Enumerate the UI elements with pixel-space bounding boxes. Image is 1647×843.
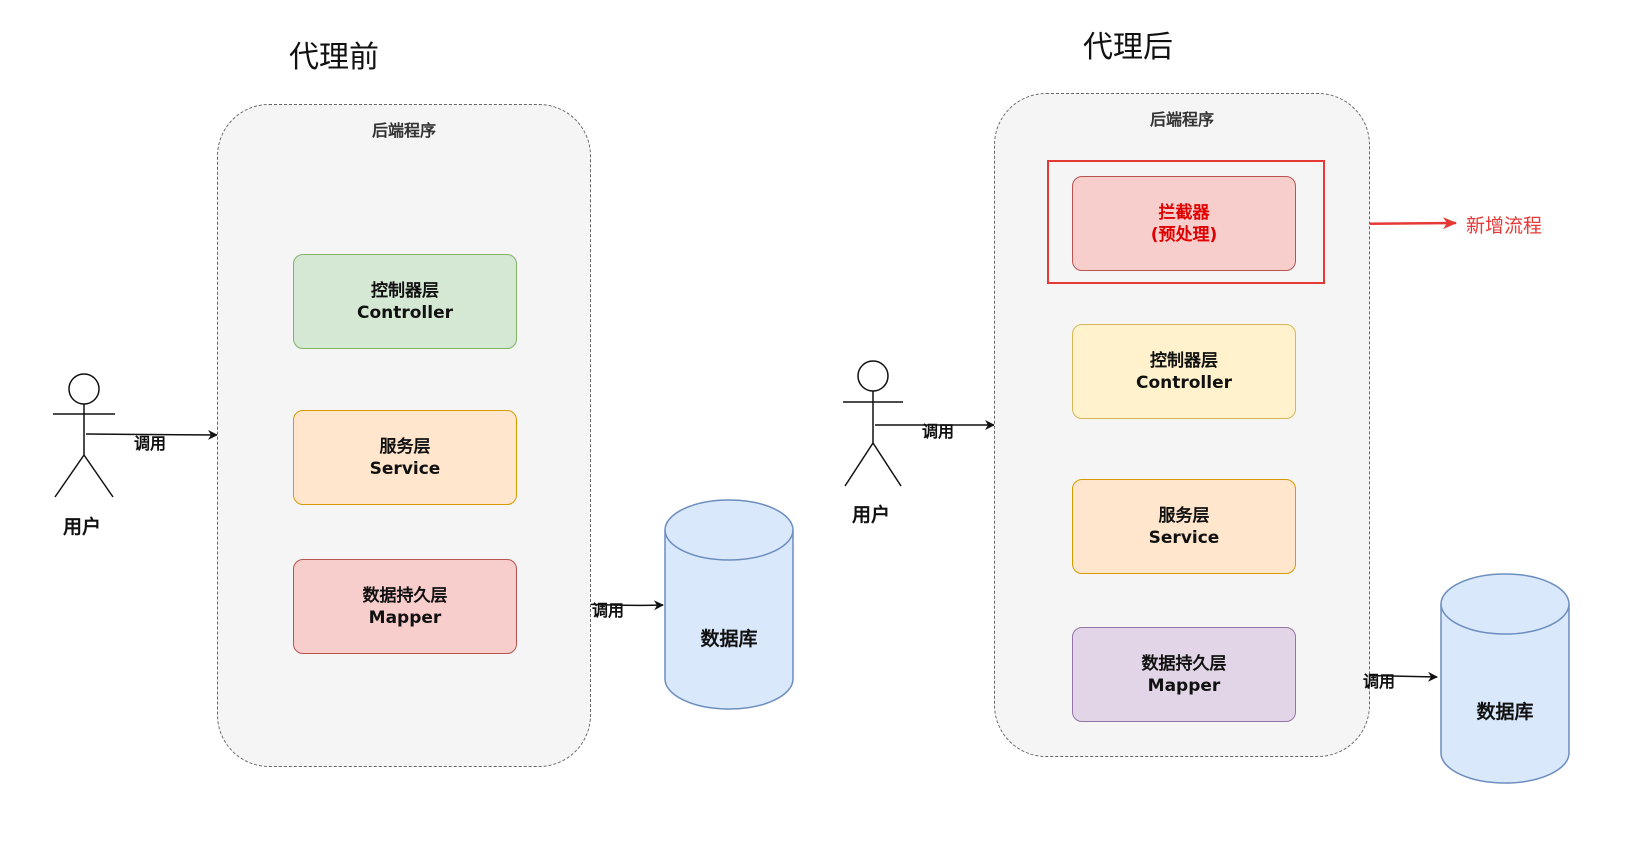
service-layer-name: 服务层: [379, 436, 431, 457]
controller-layer-sub: Controller: [1135, 372, 1232, 393]
backend-container-label: 后端程序: [1149, 110, 1214, 129]
mapper-layer-name: 数据持久层: [362, 585, 448, 606]
mapper-layer-box-left[interactable]: 数据持久层 Mapper: [293, 559, 517, 654]
mapper-layer-sub: Mapper: [368, 607, 442, 628]
title-after: 代理后: [1083, 30, 1173, 65]
user-figure-left: [53, 373, 115, 498]
controller-layer-name: 控制器层: [1150, 350, 1218, 371]
service-layer-box-right[interactable]: 服务层 Service: [1072, 479, 1296, 574]
call-label-db-right: 调用: [1363, 672, 1396, 691]
service-layer-sub: Service: [369, 458, 441, 479]
call-label-user-right: 调用: [922, 422, 955, 441]
controller-layer-sub: Controller: [356, 302, 453, 323]
call-label-user-left: 调用: [134, 434, 167, 453]
interceptor-sub: (预处理): [1150, 224, 1218, 245]
controller-layer-box-right[interactable]: 控制器层 Controller: [1072, 324, 1296, 419]
controller-layer-name: 控制器层: [371, 280, 439, 301]
service-layer-sub: Service: [1148, 527, 1220, 548]
arrow-user-to-backend-left: [85, 429, 218, 440]
new-flow-highlight: [1047, 160, 1325, 284]
new-flow-note: 新增流程: [1466, 215, 1543, 237]
mapper-layer-name: 数据持久层: [1141, 653, 1227, 674]
title-before: 代理前: [289, 40, 379, 75]
controller-layer-box-left[interactable]: 控制器层 Controller: [293, 254, 517, 349]
database-label-left: 数据库: [700, 628, 758, 650]
database-label-right: 数据库: [1476, 701, 1534, 723]
mapper-layer-sub: Mapper: [1147, 675, 1221, 696]
service-layer-box-left[interactable]: 服务层 Service: [293, 410, 517, 505]
backend-container-label: 后端程序: [371, 121, 436, 140]
call-label-db-left: 调用: [592, 601, 625, 620]
database-cylinder-left: [664, 499, 794, 710]
interceptor-box[interactable]: 拦截器 (预处理): [1072, 176, 1296, 271]
database-cylinder-right: [1440, 573, 1570, 784]
service-layer-name: 服务层: [1158, 505, 1210, 526]
interceptor-name: 拦截器: [1158, 202, 1210, 223]
mapper-layer-box-right[interactable]: 数据持久层 Mapper: [1072, 627, 1296, 722]
user-label-right: 用户: [852, 504, 891, 526]
user-label-left: 用户: [63, 516, 102, 538]
user-figure-right: [843, 360, 903, 487]
